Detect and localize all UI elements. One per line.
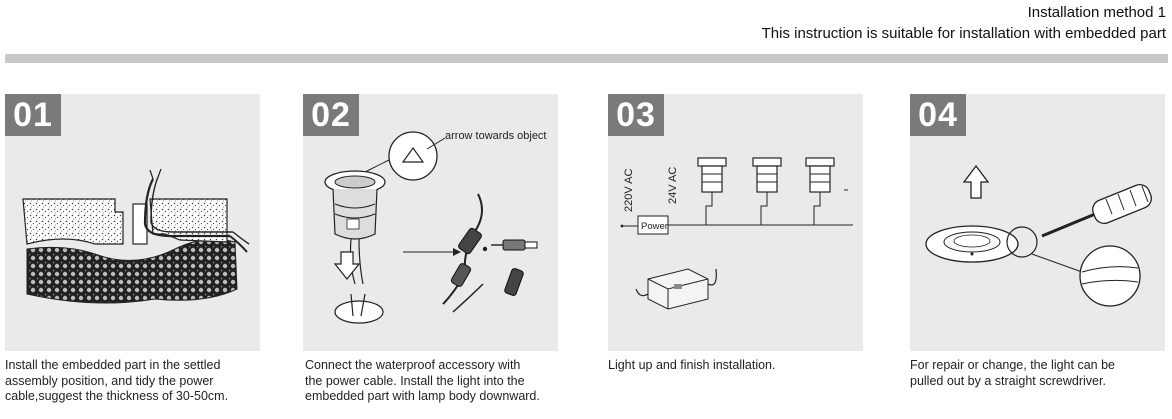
step-04-illustration xyxy=(925,164,1152,307)
header-divider-bar xyxy=(5,54,1168,63)
step-01-panel: 01 xyxy=(5,94,260,351)
step-04-number-badge: 04 xyxy=(910,94,966,136)
step-03-number-badge: 03 xyxy=(608,94,664,136)
step-03-light-3 xyxy=(805,157,835,225)
step-03-label-220v: 220V AC xyxy=(623,169,635,212)
step-02-number-badge: 02 xyxy=(303,94,359,136)
step-03-illustration: 220V AC 24V AC Power xyxy=(620,157,853,310)
step-03-power-label: Power xyxy=(641,221,668,232)
step-02-caption: Connect the waterproof accessory with th… xyxy=(305,358,540,403)
step-01-illustration xyxy=(22,168,250,304)
page-subtitle: This instruction is suitable for install… xyxy=(761,25,1166,42)
step-03-label-24v: 24V AC xyxy=(667,167,679,204)
step-03-caption: Light up and finish installation. xyxy=(608,358,776,372)
step-03-light-2 xyxy=(752,157,782,225)
step-02-callout-label: arrow towards object xyxy=(445,130,547,142)
page-header: Installation method 1 This instruction i… xyxy=(762,2,1166,44)
step-03-transformer xyxy=(635,268,717,310)
step-03-light-1 xyxy=(697,157,727,225)
step-02-panel: arrow towards object 02 xyxy=(303,94,558,351)
step-01-number-badge: 01 xyxy=(5,94,61,136)
pull-up-arrow-icon xyxy=(962,164,990,199)
step-04-panel: 04 xyxy=(910,94,1165,351)
step-03-panel: 220V AC 24V AC Power xyxy=(608,94,863,351)
step-04-caption: For repair or change, the light can be p… xyxy=(910,358,1115,388)
step-02-illustration: arrow towards object xyxy=(324,130,547,324)
step-01-caption: Install the embedded part in the settled… xyxy=(5,358,229,403)
page-title: Installation method 1 xyxy=(1027,4,1166,21)
screwdriver-icon xyxy=(1041,184,1152,238)
